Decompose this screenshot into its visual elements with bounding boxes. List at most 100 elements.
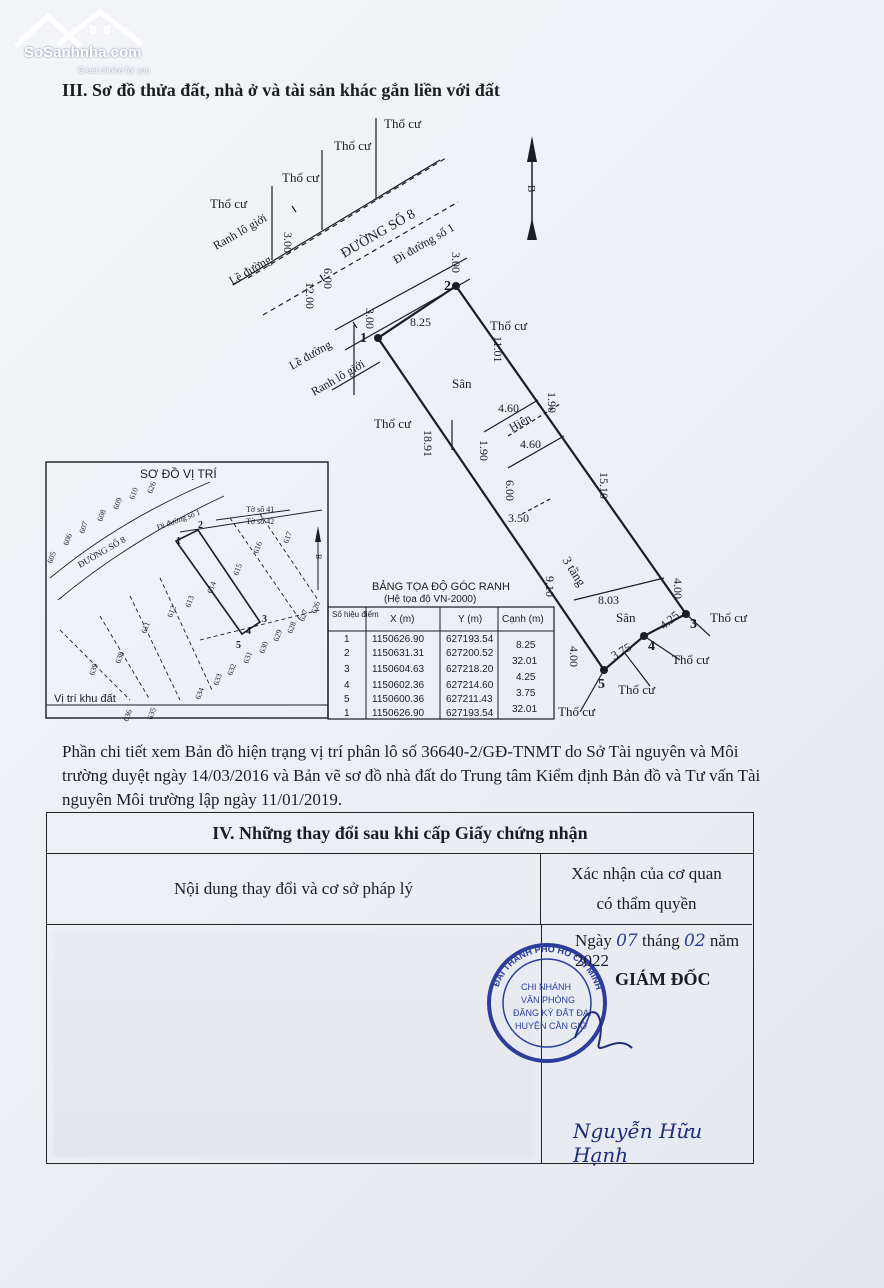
location-map-road-dir: Đi đường số 1	[156, 508, 202, 532]
lot-label: 626	[309, 600, 322, 614]
authority-header: Xác nhận của cơ quan có thẩm quyền	[541, 853, 752, 925]
coord-header-x: X (m)	[390, 614, 414, 625]
lot-label: 632	[225, 662, 238, 676]
coord-header-y: Y (m)	[458, 614, 482, 625]
seal-line3: ĐĂNG KÝ ĐẤT ĐAI	[513, 1008, 591, 1018]
map-north-arrow-icon: B	[314, 526, 323, 590]
seal-line2: VĂN PHÒNG	[521, 995, 575, 1005]
ranh-lo-gioi-label: Ranh lô giới	[211, 210, 270, 252]
coord-row-point: 2	[344, 648, 350, 659]
lot-label: 614	[205, 580, 218, 594]
coordinate-table: BẢNG TỌA ĐỘ GÓC RANH (Hệ tọa độ VN-2000)…	[327, 580, 555, 720]
lot-label: 627	[297, 608, 310, 622]
coord-edge: 8.25	[516, 640, 536, 651]
seal-line4: HUYỆN CẦN GIỜ	[515, 1021, 588, 1031]
lot-label: 630	[257, 640, 270, 654]
detail-paragraph: Phần chi tiết xem Bản đồ hiện trạng vị t…	[62, 742, 761, 809]
point-2-label: 2	[444, 279, 451, 294]
dim-300c: 3.00	[449, 252, 463, 273]
sheet-41: Tờ số 41	[246, 505, 274, 514]
lot-label: 636	[121, 708, 134, 722]
lot-label: 605	[45, 550, 58, 564]
map-north-label: B	[314, 554, 323, 559]
lot-label: 633	[211, 672, 224, 686]
map-point-3: 3	[262, 614, 267, 625]
dim-1200: 12.00	[303, 282, 317, 309]
coord-row-point: 3	[344, 664, 350, 675]
lot-label: 611	[139, 621, 151, 635]
plot-drawing: 1 2 3 4 5 B Thổ cư Thổ cư Thổ cư Thổ cư …	[45, 116, 748, 723]
dim-600b: 6.00	[503, 480, 517, 501]
north-arrow-icon: B	[525, 136, 537, 240]
dim-400a: 4.00	[671, 578, 685, 599]
coord-row-point: 1	[344, 634, 350, 645]
lot-label: 635	[145, 706, 158, 720]
redacted-content	[53, 931, 533, 1157]
coord-table-subtitle: (Hệ tọa độ VN-2000)	[384, 594, 476, 605]
dim-190a: 1.90	[545, 392, 559, 413]
tho-cu-label: Thổ cư	[210, 196, 248, 211]
official-seal: ĐAI THÀNH PHỐ HỒ CHÍ MINH CHI NHÁNH VĂN …	[487, 943, 633, 1063]
location-map-title: SƠ ĐỒ VỊ TRÍ	[140, 466, 217, 481]
watermark-tagline: Great choice for you	[78, 66, 151, 75]
coord-row-y: 627200.52	[446, 648, 494, 659]
lot-label: 608	[95, 508, 108, 522]
le-duong-label: Lề đường	[227, 252, 274, 287]
coord-row-x: 1150602.36	[372, 680, 425, 691]
point-1-label: 1	[360, 331, 367, 346]
coord-row-y: 627218.20	[446, 664, 494, 675]
signer-name: Nguyễn Hữu Hạnh	[573, 1119, 703, 1167]
tho-cu-label: Thổ cư	[374, 416, 412, 431]
lot-label: 612	[165, 604, 178, 618]
point-4-label: 4	[648, 639, 655, 654]
lot-label: 606	[61, 532, 74, 546]
section3-title: III. Sơ đồ thửa đất, nhà ở và tài sản kh…	[62, 80, 500, 100]
coord-row-point: 4	[344, 680, 350, 691]
tho-cu-label: Thổ cư	[384, 116, 422, 131]
column-divider	[541, 925, 542, 1163]
map-point-2: 2	[198, 520, 203, 531]
tho-cu-label: Thổ cư	[672, 652, 710, 667]
coord-edge: 3.75	[516, 688, 536, 699]
section4-title: IV. Những thay đổi sau khi cấp Giấy chứn…	[47, 813, 753, 854]
house-icon	[14, 8, 144, 48]
tho-cu-label: Thổ cư	[710, 610, 748, 625]
lot-label: 610	[127, 486, 140, 500]
lot-label: 626	[145, 480, 158, 494]
date-year-label: năm	[709, 931, 740, 950]
tho-cu-label: Thổ cư	[558, 704, 596, 719]
coord-row-x: 1150600.36	[372, 694, 425, 705]
coord-row-y: 627193.54	[446, 708, 494, 719]
seal-line1: CHI NHÁNH	[521, 982, 571, 992]
authority-header-line2: có thẩm quyền	[596, 894, 697, 913]
date-month-label: tháng	[641, 931, 680, 950]
authority-header-line1: Xác nhận của cơ quan	[571, 864, 722, 883]
watermark-brand: SoSanhnha.com	[24, 44, 142, 61]
dim-910: 9.10	[543, 576, 557, 597]
coord-row-x: 1150626.90	[372, 708, 425, 719]
le-duong-label: Lề đường	[287, 337, 334, 372]
coord-row-y: 627214.60	[446, 680, 494, 691]
map-point-1: 1	[176, 536, 181, 547]
dim-190b: 1.90	[477, 440, 491, 461]
coord-edge: 32.01	[512, 656, 537, 667]
coord-row-x: 1150631.31	[372, 648, 425, 659]
yard-label: Sân	[616, 610, 636, 625]
floors-label: 3 tầng	[559, 554, 589, 590]
lot-label: 634	[193, 686, 206, 700]
coord-edge: 4.25	[516, 672, 536, 683]
location-map: SƠ ĐỒ VỊ TRÍ Vị trí khu đất ĐƯỜNG SỐ 8 Đ…	[45, 461, 329, 723]
lot-label: 615	[231, 562, 244, 576]
date-year: 2022	[575, 951, 609, 970]
dim-1101: 11.01	[491, 336, 505, 363]
dim-1891: 18.91	[421, 430, 435, 457]
date-day: 07	[616, 931, 638, 951]
yard-label: Sân	[452, 376, 472, 391]
watermark-logo	[8, 4, 168, 80]
signature-stroke	[574, 1011, 633, 1049]
lot-label: 607	[77, 520, 90, 534]
dim-1510: 15.10	[597, 472, 611, 499]
map-point-5: 5	[236, 640, 241, 651]
location-map-footer: Vị trí khu đất	[54, 693, 116, 705]
tho-cu-label: Thổ cư	[334, 138, 372, 153]
